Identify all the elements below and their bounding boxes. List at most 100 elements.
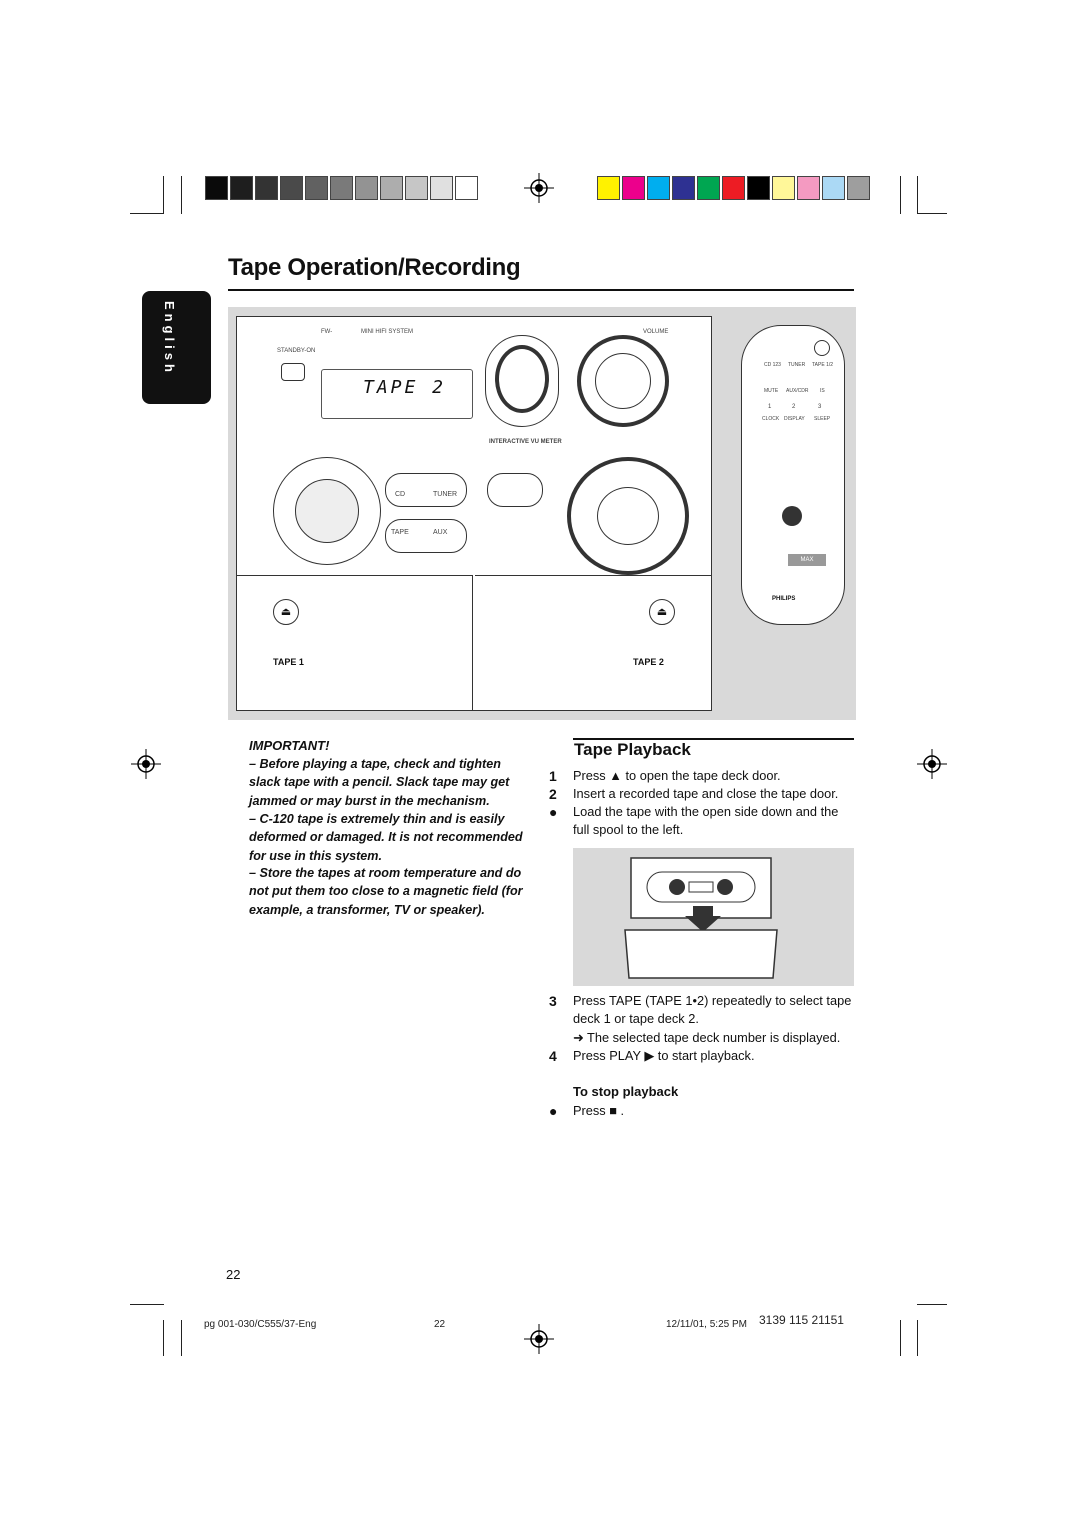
crop-mark <box>900 176 901 214</box>
calibration-swatch <box>672 176 695 200</box>
calibration-swatch <box>305 176 328 200</box>
calibration-swatch <box>405 176 428 200</box>
footer-date: 12/11/01, 5:25 PM <box>666 1319 747 1330</box>
cd-tuner-pod <box>385 473 467 507</box>
calibration-swatch <box>280 176 303 200</box>
footer-code: 3139 115 21151 <box>759 1313 844 1327</box>
remote-stop-icon <box>782 506 802 526</box>
source-button-aux: AUX <box>433 529 448 536</box>
step-text: Press ▲ to open the tape deck door. <box>573 768 781 783</box>
calibration-swatch <box>230 176 253 200</box>
calibration-swatch <box>255 176 278 200</box>
display-panel <box>321 369 473 419</box>
section-rule <box>573 738 854 740</box>
calibration-swatch <box>355 176 378 200</box>
hifi-unit-drawing: FW- MINI HIFI SYSTEM VOLUME STANDBY-ON T… <box>236 316 712 711</box>
step-bullet: ● <box>549 1103 558 1119</box>
crop-mark <box>917 176 918 214</box>
standby-label: STANDBY-ON <box>277 348 316 354</box>
step-text: Press ■ . <box>573 1103 625 1118</box>
step-number: 1 <box>549 768 557 784</box>
important-item: – Store the tapes at room temperature an… <box>249 866 523 917</box>
page-title: Tape Operation/Recording <box>228 254 521 281</box>
remote-label-tuner: TUNER <box>788 362 806 368</box>
remote-label-display: DISPLAY <box>784 416 805 422</box>
tape-aux-pod <box>385 519 467 553</box>
crop-mark <box>917 1304 947 1305</box>
crop-mark <box>181 176 182 214</box>
important-heading: IMPORTANT! <box>249 738 330 753</box>
eject-icon-deck2: ⏏ <box>649 599 675 625</box>
registration-mark-icon <box>917 749 947 779</box>
calibration-swatch <box>697 176 720 200</box>
step-text: Press PLAY ▶ to start playback. <box>573 1048 755 1063</box>
calibration-swatch <box>722 176 745 200</box>
calibration-swatch <box>847 176 870 200</box>
calibration-swatch <box>430 176 453 200</box>
crop-mark <box>181 1320 182 1356</box>
navigation-jog-wheel <box>567 457 689 575</box>
important-item: – Before playing a tape, check and tight… <box>249 757 510 808</box>
step-number: 2 <box>549 786 557 802</box>
unit-brand-label: FW- <box>321 329 333 335</box>
remote-label-is: IS <box>820 388 825 394</box>
source-button-cd: CD <box>395 491 406 498</box>
color-calibration-bars <box>597 176 872 200</box>
step-number: 4 <box>549 1048 557 1064</box>
volume-knob-inner <box>595 353 651 409</box>
jog-ring <box>273 457 381 565</box>
step-result: ➜ The selected tape deck number is displ… <box>573 1030 841 1045</box>
footer-page: 22 <box>434 1319 446 1330</box>
volume-knob <box>577 335 669 427</box>
section-title: Tape Playback <box>574 740 691 759</box>
registration-mark-icon <box>131 749 161 779</box>
remote-power-icon <box>814 340 830 356</box>
language-tab-label: English <box>162 301 177 376</box>
step-bullet: ● <box>549 804 558 820</box>
display-text: TAPE 2 <box>363 377 447 398</box>
calibration-swatch <box>647 176 670 200</box>
step-text: Load the tape with the open side down an… <box>573 804 839 838</box>
source-button-tuner: TUNER <box>433 491 458 498</box>
subsection-heading: To stop playback <box>573 1084 679 1099</box>
remote-control-drawing: CD 123 TUNER TAPE 1/2 MUTE AUX/CDR IS 1 … <box>741 325 845 625</box>
crop-mark <box>130 213 164 214</box>
language-tab: English <box>142 291 211 404</box>
tape2-label: TAPE 2 <box>633 657 664 667</box>
cd-window <box>495 345 549 413</box>
standby-button <box>281 363 305 381</box>
important-item: – C-120 tape is extremely thin and is ea… <box>249 812 523 863</box>
remote-num-3: 3 <box>818 404 822 410</box>
calibration-swatch <box>455 176 478 200</box>
tape1-label: TAPE 1 <box>273 657 304 667</box>
step-text: Insert a recorded tape and close the tap… <box>573 786 839 801</box>
footer-file: pg 001-030/C555/37-Eng <box>204 1319 317 1330</box>
tape-deck-1 <box>237 575 473 711</box>
unit-system-label: MINI HIFI SYSTEM <box>361 329 414 335</box>
page-number: 22 <box>226 1267 241 1282</box>
remote-label-aux: AUX/CDR <box>786 388 809 394</box>
jog-center <box>295 479 359 543</box>
remote-num-2: 2 <box>792 404 796 410</box>
remote-label-mute: MUTE <box>764 388 779 394</box>
step-text: Press TAPE (TAPE 1•2) repeatedly to sele… <box>573 993 852 1027</box>
crop-mark <box>900 1320 901 1356</box>
crop-mark <box>163 1320 164 1356</box>
calibration-swatch <box>747 176 770 200</box>
calibration-swatch <box>772 176 795 200</box>
calibration-swatch <box>622 176 645 200</box>
volume-label: VOLUME <box>643 329 669 335</box>
vu-meter-label: INTERACTIVE VU METER <box>489 439 562 445</box>
remote-label-tape: TAPE 1/2 <box>812 362 834 368</box>
remote-label-sleep: SLEEP <box>814 416 831 422</box>
calibration-swatch <box>797 176 820 200</box>
crop-mark <box>163 176 164 214</box>
cd-door <box>485 335 559 427</box>
registration-mark-icon <box>524 1324 554 1354</box>
calibration-swatch <box>380 176 403 200</box>
step-number: 3 <box>549 993 557 1009</box>
crop-mark <box>130 1304 164 1305</box>
navigation-jog-inner <box>597 487 659 545</box>
remote-label-cd: CD 123 <box>764 362 781 368</box>
calibration-swatch <box>822 176 845 200</box>
